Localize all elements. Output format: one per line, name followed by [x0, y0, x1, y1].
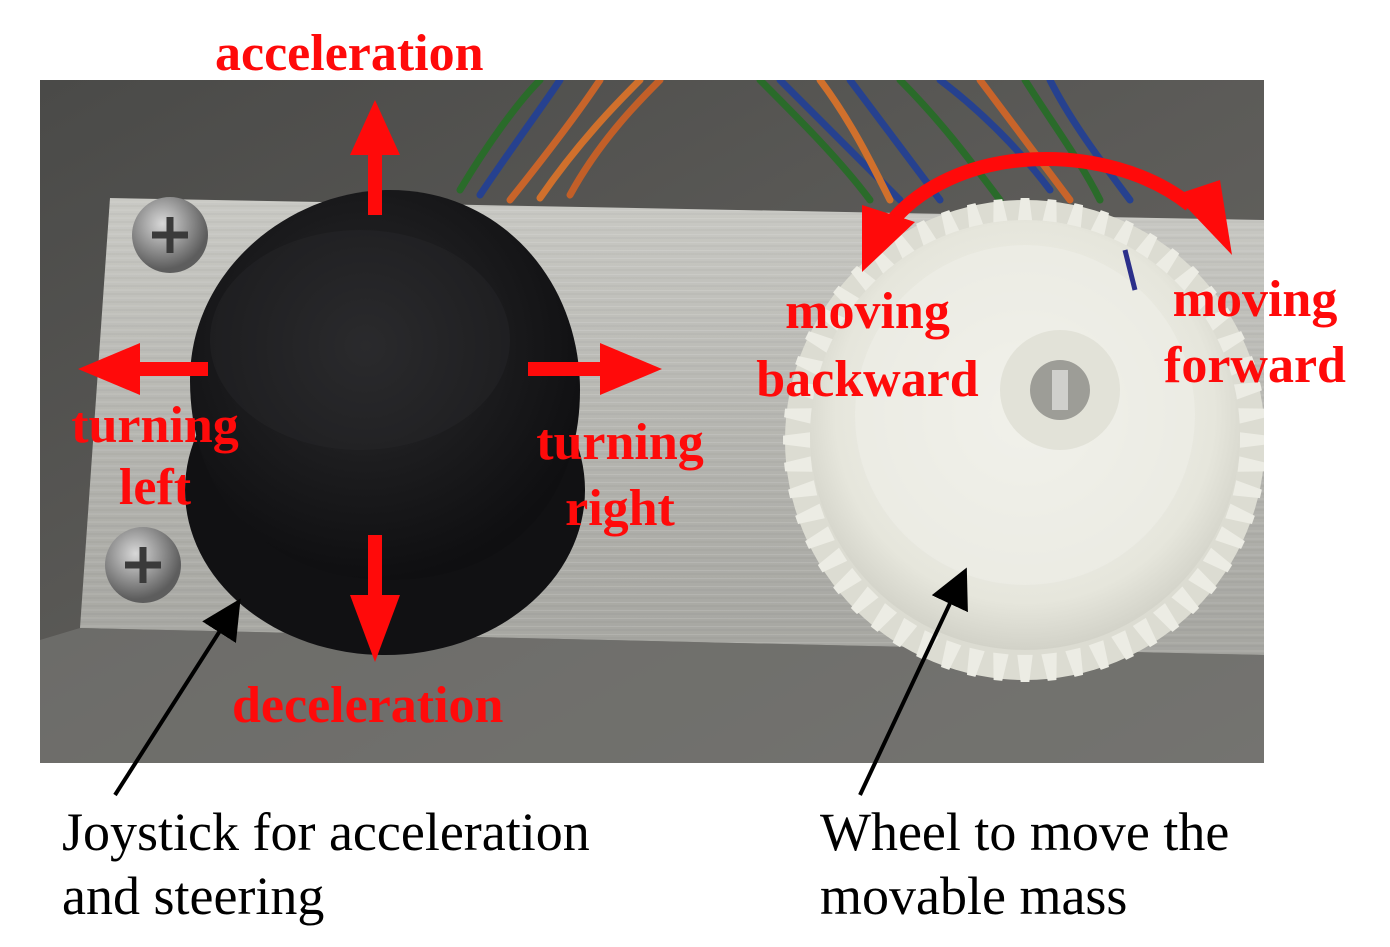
- gear-tooth: [784, 456, 813, 472]
- gear-tooth: [1232, 480, 1262, 499]
- label-deceleration: deceleration: [232, 677, 504, 734]
- gear-tooth: [1237, 408, 1264, 424]
- gear-tooth: [1237, 456, 1264, 472]
- gear-tooth: [1132, 617, 1158, 648]
- label-moving-backward-line2: backward: [756, 351, 979, 408]
- gear-tooth: [1225, 503, 1255, 525]
- joystick: [185, 190, 585, 655]
- gear-tooth: [795, 503, 825, 525]
- gear-tooth: [795, 355, 825, 377]
- gear-tooth: [833, 567, 862, 595]
- label-moving-forward-line2: forward: [1164, 337, 1346, 394]
- gear-tooth: [1232, 381, 1262, 400]
- gear-tooth: [788, 480, 818, 499]
- gear-tooth: [1188, 567, 1217, 595]
- gear-tooth: [1239, 432, 1264, 448]
- label-turning-right-line1: turning: [536, 414, 704, 471]
- label-moving-forward-line1: moving: [1172, 271, 1338, 328]
- gear-tooth: [1111, 630, 1134, 660]
- gear-tooth: [805, 526, 835, 549]
- gear-tooth: [1225, 355, 1255, 377]
- gear-tooth: [788, 381, 818, 400]
- label-moving-backward: moving backward: [735, 278, 1000, 414]
- gear-tooth: [1171, 586, 1200, 615]
- gear-tooth: [817, 547, 848, 573]
- label-turning-left-line1: turning: [71, 397, 239, 454]
- label-turning-left: turning left: [55, 395, 255, 519]
- gear-wheel: [783, 198, 1264, 682]
- gear-tooth: [1041, 652, 1057, 681]
- screw-bottom: [105, 527, 181, 603]
- gear-tooth: [805, 331, 835, 354]
- caption-wheel: Wheel to move the movable mass: [820, 800, 1229, 928]
- caption-joystick-line2: and steering: [62, 866, 325, 926]
- label-turning-right-line2: right: [565, 480, 675, 537]
- caption-wheel-line1: Wheel to move the: [820, 802, 1230, 862]
- label-turning-left-line2: left: [118, 459, 192, 516]
- gear-tooth: [966, 647, 985, 677]
- gear-tooth: [1215, 331, 1245, 354]
- label-moving-forward: moving forward: [1145, 267, 1365, 399]
- gear-tooth: [1202, 547, 1233, 573]
- gear-tooth: [784, 408, 813, 424]
- gear-tooth: [1017, 654, 1033, 682]
- gear-tooth: [1152, 603, 1180, 632]
- screw-top: [132, 197, 208, 273]
- caption-joystick: Joystick for acceleration and steering: [62, 800, 590, 928]
- caption-joystick-line1: Joystick for acceleration: [62, 802, 590, 862]
- label-moving-backward-line1: moving: [785, 283, 950, 340]
- label-acceleration: acceleration: [215, 25, 484, 82]
- gear-tooth: [1065, 647, 1084, 677]
- caption-wheel-line2: movable mass: [820, 866, 1128, 926]
- gear-tooth: [993, 652, 1009, 681]
- gear-tooth: [783, 432, 811, 448]
- gear-tooth: [1215, 526, 1245, 549]
- gear-tooth: [1088, 640, 1110, 670]
- label-turning-right: turning right: [520, 410, 720, 542]
